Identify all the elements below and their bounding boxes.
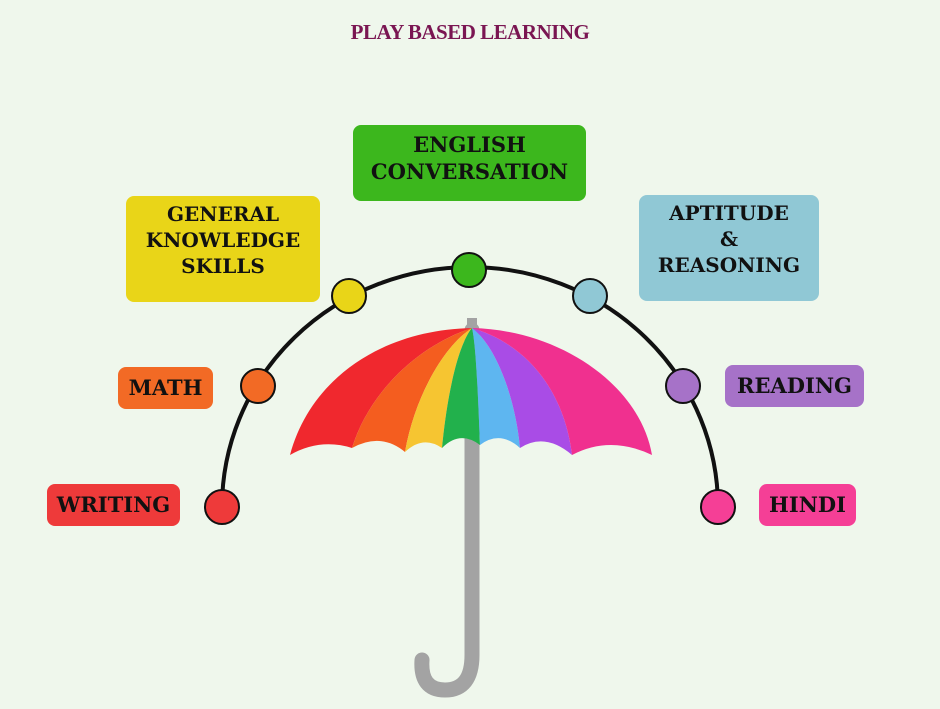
node-reading bbox=[665, 368, 701, 404]
label-line: & bbox=[719, 227, 739, 251]
node-aptitude bbox=[572, 278, 608, 314]
label-line: ENGLISH bbox=[413, 132, 526, 157]
label-english-conversation: ENGLISH CONVERSATION bbox=[353, 125, 586, 201]
label-line: REASONING bbox=[657, 253, 801, 277]
label-line: CONVERSATION bbox=[370, 159, 569, 185]
label-line: APTITUDE bbox=[669, 201, 789, 225]
node-writing bbox=[204, 489, 240, 525]
label-line: SKILLS bbox=[181, 254, 265, 278]
umbrella-tip bbox=[467, 318, 477, 332]
node-hindi bbox=[700, 489, 736, 525]
label-hindi: HINDI bbox=[759, 484, 856, 526]
node-general-knowledge bbox=[331, 278, 367, 314]
umbrella-icon bbox=[290, 318, 652, 698]
label-math: MATH bbox=[118, 367, 213, 409]
label-general-knowledge: GENERAL KNOWLEDGE SKILLS bbox=[126, 196, 320, 302]
label-writing: WRITING bbox=[47, 484, 180, 526]
umbrella-handle bbox=[414, 322, 480, 698]
page-title: PLAY BASED LEARNING bbox=[350, 20, 590, 44]
node-english bbox=[451, 252, 487, 288]
label-line: KNOWLEDGE bbox=[145, 228, 301, 252]
label-reading: READING bbox=[725, 365, 864, 407]
node-math bbox=[240, 368, 276, 404]
label-line: GENERAL bbox=[166, 202, 280, 226]
label-aptitude-reasoning: APTITUDE & REASONING bbox=[639, 195, 819, 301]
